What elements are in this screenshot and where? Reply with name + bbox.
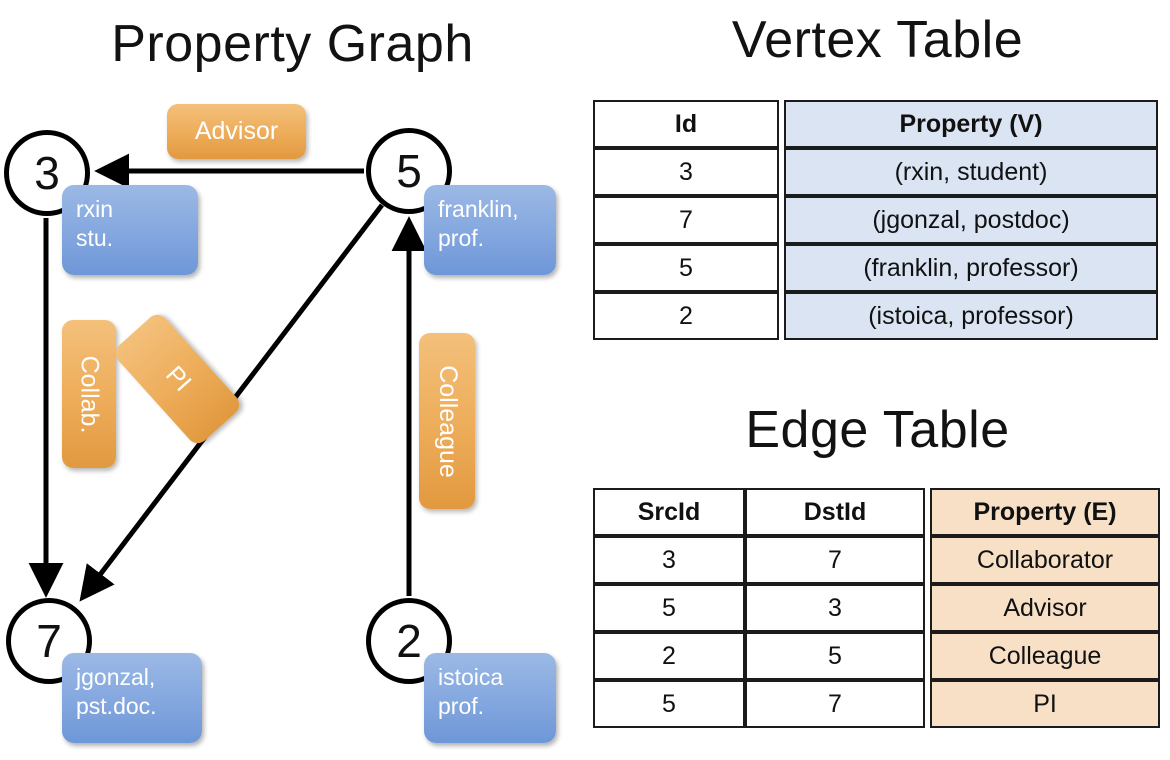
- vertex-property-badge-7: jgonzal, pst.doc.: [62, 653, 202, 743]
- cell-srcid: 3: [593, 536, 745, 584]
- edge-label-badge-advisor: Advisor: [167, 104, 306, 159]
- vertex-property-line1: franklin,: [438, 196, 519, 222]
- table-row: 5 7 PI: [593, 680, 1160, 728]
- vertex-node-2[interactable]: 2: [366, 598, 452, 684]
- cell-srcid: 2: [593, 632, 745, 680]
- cell-srcid: 5: [593, 680, 745, 728]
- vertex-property-line1: rxin: [76, 196, 114, 222]
- table-row: 7 (jgonzal, postdoc): [593, 196, 1158, 244]
- vertex-property-badge-5: franklin, prof.: [424, 185, 556, 275]
- cell-property: Collaborator: [930, 536, 1160, 584]
- table-header-row: Id Property (V): [593, 100, 1158, 148]
- cell-dstid: 3: [745, 584, 925, 632]
- column-header-id: Id: [593, 100, 779, 148]
- cell-dstid: 7: [745, 536, 925, 584]
- edge-label-badge-collab: Collab.: [62, 320, 116, 468]
- cell-property: PI: [930, 680, 1160, 728]
- cell-property: (jgonzal, postdoc): [784, 196, 1158, 244]
- cell-dstid: 5: [745, 632, 925, 680]
- cell-id: 3: [593, 148, 779, 196]
- cell-id: 5: [593, 244, 779, 292]
- table-row: 5 (franklin, professor): [593, 244, 1158, 292]
- vertex-node-5[interactable]: 5: [366, 128, 452, 214]
- vertex-table: Id Property (V) 3 (rxin, student) 7 (jgo…: [593, 100, 1158, 340]
- cell-property: (franklin, professor): [784, 244, 1158, 292]
- vertex-property-line2: pst.doc.: [76, 693, 157, 720]
- cell-property: Colleague: [930, 632, 1160, 680]
- vertex-property-badge-2: istoica prof.: [424, 653, 556, 743]
- edge-label-text: PI: [159, 360, 197, 397]
- column-header-property-e: Property (E): [930, 488, 1160, 536]
- vertex-property-line1: jgonzal,: [76, 664, 156, 690]
- table-header-row: SrcId DstId Property (E): [593, 488, 1160, 536]
- page-title-property-graph: Property Graph: [111, 15, 474, 73]
- edge-label-text: Colleague: [433, 364, 462, 478]
- vertex-property-line2: prof.: [438, 693, 485, 720]
- column-header-srcid: SrcId: [593, 488, 745, 536]
- table-row: 3 (rxin, student): [593, 148, 1158, 196]
- cell-id: 7: [593, 196, 779, 244]
- page-title-vertex-table: Vertex Table: [731, 11, 1024, 69]
- vertex-property-line2: prof.: [438, 225, 485, 252]
- edge-label-text: Advisor: [194, 117, 279, 145]
- page-title-edge-table: Edge Table: [745, 401, 1010, 459]
- vertex-property-badge-3: rxin stu.: [62, 185, 198, 275]
- table-row: 3 7 Collaborator: [593, 536, 1160, 584]
- vertex-property-line2: stu.: [76, 225, 114, 252]
- edge-table: SrcId DstId Property (E) 3 7 Collaborato…: [593, 488, 1160, 728]
- property-graph-panel: Property Graph 3 5 7 2 rxin stu. frankli…: [4, 15, 556, 743]
- table-row: 2 5 Colleague: [593, 632, 1160, 680]
- column-header-dstid: DstId: [745, 488, 925, 536]
- cell-id: 2: [593, 292, 779, 340]
- cell-srcid: 5: [593, 584, 745, 632]
- column-header-property-v: Property (V): [784, 100, 1158, 148]
- cell-property: Advisor: [930, 584, 1160, 632]
- cell-property: (rxin, student): [784, 148, 1158, 196]
- edge-label-text: Collab.: [75, 355, 104, 433]
- edge-label-badge-colleague: Colleague: [419, 333, 475, 509]
- cell-dstid: 7: [745, 680, 925, 728]
- table-row: 2 (istoica, professor): [593, 292, 1158, 340]
- vertex-property-line1: istoica: [438, 664, 504, 690]
- cell-property: (istoica, professor): [784, 292, 1158, 340]
- table-row: 5 3 Advisor: [593, 584, 1160, 632]
